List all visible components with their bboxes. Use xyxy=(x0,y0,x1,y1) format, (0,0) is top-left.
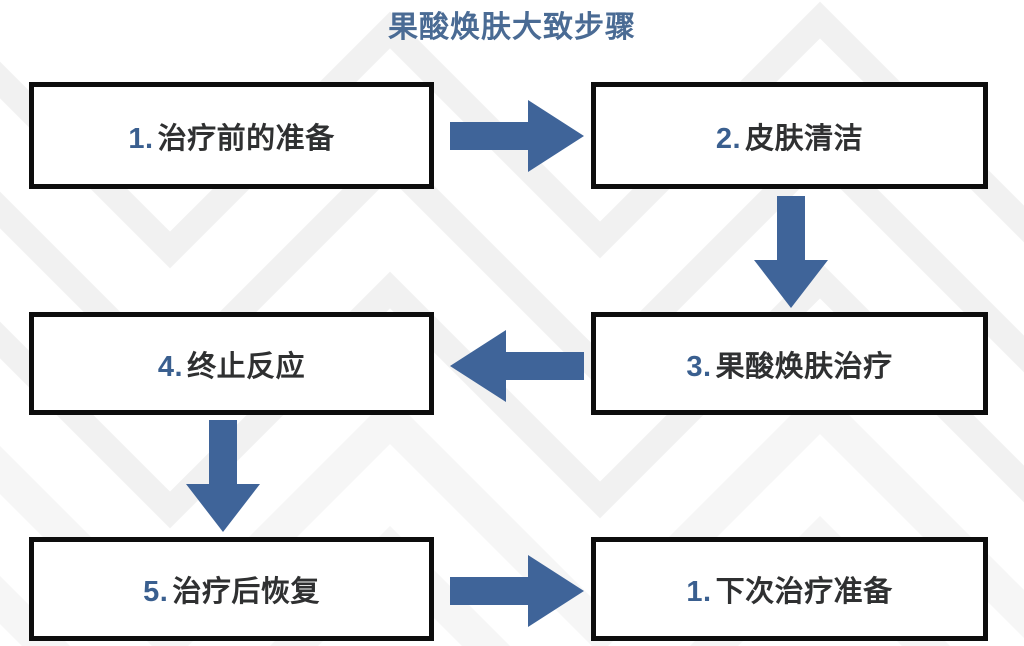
step-5-label: 5.治疗后恢复 xyxy=(143,568,320,610)
step-6-text: 下次治疗准备 xyxy=(715,576,893,608)
step-4-number: 4. xyxy=(157,350,184,383)
step-6-number: 1. xyxy=(686,576,712,608)
step-3-number: 3. xyxy=(686,350,712,383)
arrow-down-icon xyxy=(186,420,260,532)
step-6-label: 1.下次治疗准备 xyxy=(686,568,892,610)
step-3-text: 果酸焕肤治疗 xyxy=(715,350,893,383)
step-5-number: 5. xyxy=(143,576,169,608)
step-5-text: 治疗后恢复 xyxy=(172,576,320,608)
step-box-5[interactable]: 5.治疗后恢复 xyxy=(29,537,434,641)
page-title: 果酸焕肤大致步骤 xyxy=(388,11,636,44)
step-3-label: 3.果酸焕肤治疗 xyxy=(686,343,892,385)
step-1-text: 治疗前的准备 xyxy=(157,122,335,155)
step-4-label: 4.终止反应 xyxy=(158,343,305,385)
arrow-down-icon xyxy=(754,196,828,308)
step-box-2[interactable]: 2.皮肤清洁 xyxy=(591,82,988,189)
step-box-6[interactable]: 1.下次治疗准备 xyxy=(591,537,988,641)
step-box-4[interactable]: 4.终止反应 xyxy=(29,312,434,415)
step-1-label: 1.治疗前的准备 xyxy=(128,115,334,157)
step-box-3[interactable]: 3.果酸焕肤治疗 xyxy=(591,312,988,415)
step-1-number: 1. xyxy=(128,122,154,155)
arrow-left-icon xyxy=(450,330,584,402)
arrow-right-icon xyxy=(450,555,584,627)
step-2-label: 2.皮肤清洁 xyxy=(716,115,863,157)
step-box-1[interactable]: 1.治疗前的准备 xyxy=(29,82,434,189)
step-2-number: 2. xyxy=(715,122,742,155)
step-2-text: 皮肤清洁 xyxy=(745,122,864,155)
arrow-right-icon xyxy=(450,100,584,172)
step-4-text: 终止反应 xyxy=(187,350,306,383)
